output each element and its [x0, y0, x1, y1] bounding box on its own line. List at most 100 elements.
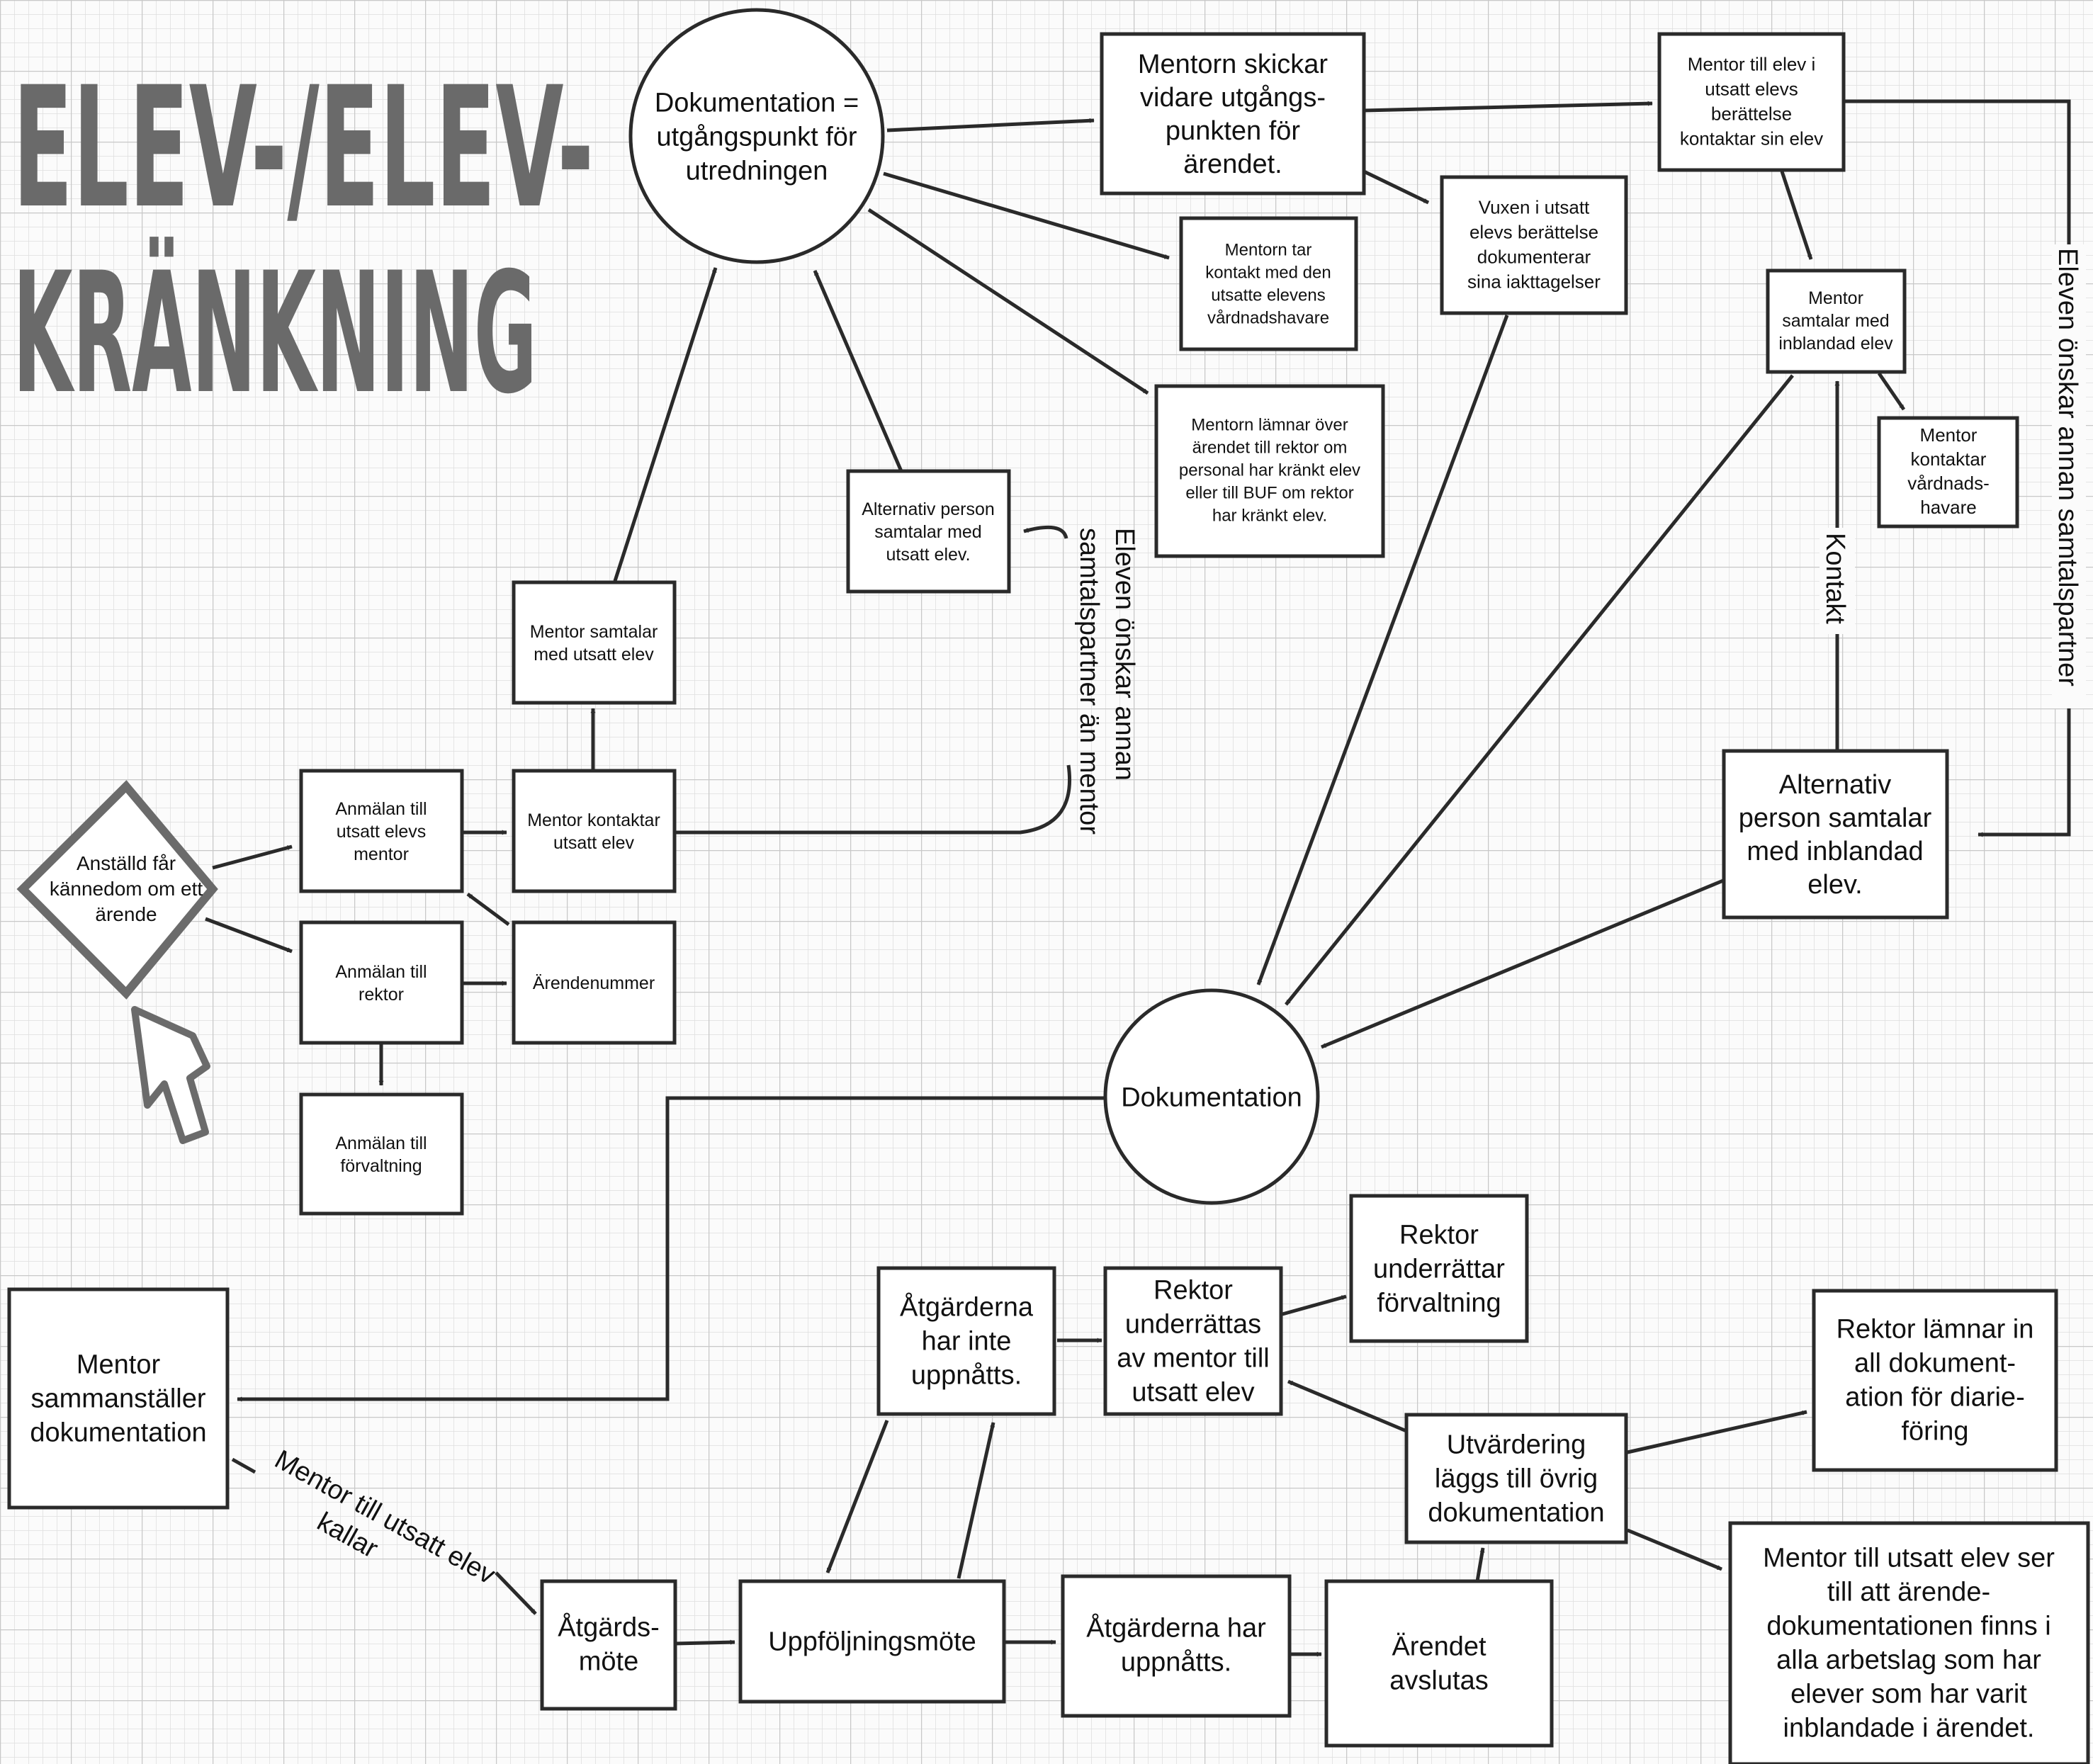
alternativ-utsatt-line-1: Alternativ person: [862, 499, 995, 519]
mentor-ser-till-box: [1728, 1521, 2090, 1764]
start-line-1: Anställd får: [77, 852, 176, 874]
atgarder-ej-uppnatts-line-3: uppnåtts.: [911, 1360, 1022, 1390]
edge-mentor-till-elev-to-samtalar-inblandad: [1780, 171, 1813, 260]
rektor-underrattas-line-3: av mentor till: [1117, 1343, 1269, 1373]
dokumentation-label: Dokumentation: [1121, 1082, 1302, 1112]
mentorn-skickar-line-3: punkten för: [1166, 116, 1300, 146]
rektor-underrattar-box: [1349, 1194, 1529, 1343]
utvardering-line-3: dokumentation: [1428, 1498, 1604, 1527]
edge-alternativ-inblandad-to-dokumentation: [1321, 878, 1724, 1049]
start-diamond: [16, 780, 218, 1000]
anmalan-forvaltning-line-1: Anmälan till: [335, 1133, 427, 1153]
edge-label-elev-onskar-mentor-line-1: Eleven önskar annan: [1110, 528, 1139, 781]
edge-dok-to-mentorn-skickar: [886, 118, 1095, 132]
title-line-1: ELEV-/ELEV-: [13, 52, 594, 245]
edge-label-kontakt-group: Kontakt: [1820, 533, 1850, 624]
dokumentation-utgang-label: Dokumentation =utgångspunkt förutredning…: [655, 88, 859, 186]
dokumentation-utgang-line-3: utredningen: [686, 156, 828, 186]
vuxen-dokumenterar-line-1: Vuxen i utsatt: [1479, 197, 1590, 218]
arendet-avslutas-box: [1324, 1579, 1554, 1748]
mentorn-skickar-box: [1100, 32, 1366, 196]
edge-dokumentation-to-sammanstaller: [237, 1096, 1104, 1402]
anmalan-rektor-line-2: rektor: [359, 985, 404, 1005]
mentor-sammanstaller-line-3: dokumentation: [30, 1418, 206, 1447]
rektor-underrattar-line-1: Rektor: [1399, 1220, 1479, 1250]
uppfoljningsmote-line-1: Uppföljningsmöte: [768, 1627, 976, 1656]
arendenummer-line-1: Ärendenummer: [533, 973, 655, 993]
edge-label-elev-onskar-mentor-line-2: samtalspartner än mentor: [1074, 528, 1104, 835]
mentor-till-elev-line-4: kontaktar sin elev: [1680, 128, 1823, 149]
mentorn-lamnar-box: [1154, 384, 1385, 558]
alternativ-utsatt-line-3: utsatt elev.: [886, 545, 970, 565]
vuxen-dokumenterar-line-4: sina iakttagelser: [1467, 271, 1601, 293]
mentor-till-elev-line-1: Mentor till elev i: [1688, 54, 1816, 75]
mentorn-tar-kontakt-line-1: Mentorn tar: [1225, 240, 1312, 259]
arendet-avslutas-line-2: avslutas: [1389, 1666, 1488, 1695]
edge-dok-to-mentorn-lamnar: [867, 208, 1149, 395]
anmalan-forvaltning-box: [299, 1092, 464, 1216]
mentor-ser-till-line-6: inblandade i ärendet.: [1783, 1713, 2035, 1743]
edge-label-elev-onskar-inblandad-group: Eleven önskar annan samtalspartner: [2053, 248, 2082, 686]
mentor-kontaktar-line-2: utsatt elev: [553, 833, 634, 853]
atgarder-uppnatts-box: [1061, 1574, 1292, 1718]
edge-arendenummer-to-anmalan-mentor: [466, 892, 510, 927]
start-label: Anställd får kännedom om ett ärende: [50, 852, 203, 925]
mentor-samtalar-utsatt-box: [512, 580, 677, 705]
dokumentation-utgang-line-1: Dokumentation =: [655, 88, 859, 118]
atgardsmote-box: [540, 1579, 677, 1711]
anmalan-mentor-box: [299, 769, 464, 893]
rektor-lamnar-line-1: Rektor lämnar in: [1837, 1314, 2034, 1344]
arendenummer-box: [512, 920, 677, 1045]
title-line-2: KRÄNKNING: [13, 236, 537, 431]
mentor-samtalar-inblandad-box: [1766, 268, 1907, 374]
mentorn-tar-kontakt-line-2: kontakt med den: [1205, 263, 1331, 282]
rektor-underrattas-box: [1103, 1266, 1283, 1416]
atgardsmote-label: Åtgärds-möte: [558, 1611, 660, 1676]
edge-skickar-to-vuxen: [1363, 169, 1430, 205]
edge-mentor-kontaktar-to-alt-branch: [675, 764, 1072, 835]
mentorn-skickar-line-4: ärendet.: [1183, 149, 1282, 179]
vuxen-dokumenterar-line-2: elevs berättelse: [1469, 222, 1598, 243]
mentor-samtalar-inblandad-line-1: Mentor: [1808, 288, 1863, 308]
rektor-lamnar-box: [1812, 1289, 2058, 1472]
anmalan-mentor-line-1: Anmälan till: [335, 799, 427, 819]
vuxen-dokumenterar-line-3: dokumenterar: [1477, 247, 1591, 268]
alternativ-inblandad-line-2: person samtalar: [1739, 803, 1932, 833]
mentorn-skickar-line-2: vidare utgångs-: [1140, 83, 1326, 113]
arendenummer-label: Ärendenummer: [533, 973, 655, 993]
atgardsmote-line-1: Åtgärds-: [558, 1611, 660, 1642]
atgardsmote-line-2: möte: [579, 1646, 638, 1676]
edge-utvardering-to-rektor-lamnar: [1627, 1410, 1807, 1454]
mentorn-skickar-line-1: Mentorn skickar: [1138, 50, 1328, 79]
mentor-kontaktar-vh-line-3: vårdnads-: [1907, 473, 1990, 494]
edge-utvardering-to-rektor-underrattas: [1287, 1379, 1407, 1433]
alternativ-inblandad-box: [1722, 749, 1949, 920]
rektor-underrattas-line-1: Rektor: [1153, 1275, 1233, 1305]
arendet-avslutas-line-1: Ärendet: [1392, 1632, 1486, 1661]
mentor-samtalar-utsatt-line-1: Mentor samtalar: [530, 622, 658, 642]
start-line-3: ärende: [95, 903, 157, 925]
mentorn-tar-kontakt-box: [1179, 216, 1358, 351]
anmalan-mentor-line-2: utsatt elevs: [337, 822, 426, 842]
edge-dok-to-mentorn-tar-kontakt: [883, 171, 1170, 260]
utvardering-line-1: Utvärdering: [1447, 1430, 1586, 1459]
mentorn-tar-kontakt-line-4: vårdnadshavare: [1207, 308, 1329, 327]
edge-samtalar-inblandad-to-dokumentation: [1285, 374, 1794, 1006]
edge-ej-uppnatts-to-uppfoljningsmote: [825, 1420, 889, 1573]
mentor-till-elev-box: [1657, 32, 1846, 172]
mentor-ser-till-line-5: elever som har varit: [1790, 1679, 2027, 1709]
edge-start-to-anmalan-mentor: [212, 844, 293, 870]
start-line-2: kännedom om ett: [50, 878, 203, 900]
rektor-lamnar-line-3: ation för diarie-: [1845, 1382, 2024, 1412]
